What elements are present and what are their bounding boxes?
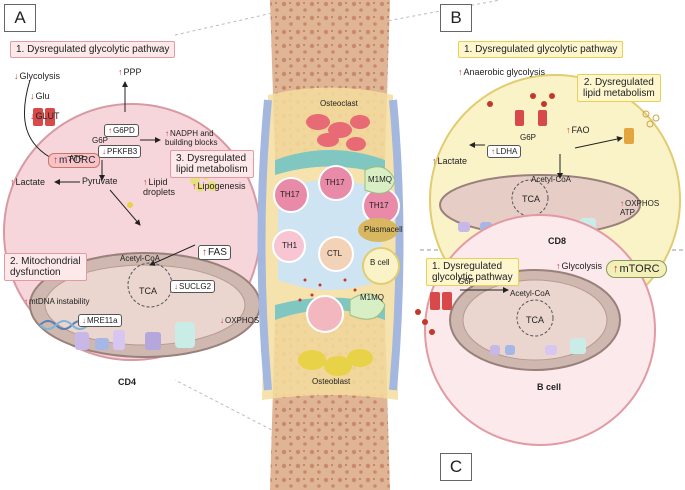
ctl-label: CTL <box>327 249 343 258</box>
cd4-nadph: NADPH and building blocks <box>165 129 217 148</box>
cd4-mre11a: MRE11a <box>78 314 122 327</box>
glut-transporter-icon <box>430 292 440 310</box>
plasmacell-label: Plasmacell <box>364 225 403 234</box>
bcell-g6p: G6P <box>458 277 475 286</box>
bcell-tca-cycle <box>516 299 554 337</box>
bcell-label: B cell <box>370 258 390 267</box>
callout-line <box>174 379 331 461</box>
cd4-mtdna: mtDNA instability <box>24 297 89 307</box>
glut-transporter-icon <box>515 110 524 126</box>
cd4-lactate: Lactate <box>10 177 46 188</box>
cd4-pfkfb3: PFKFB3 <box>98 145 142 158</box>
cd4-pyruvate: Pyruvate <box>82 176 118 186</box>
cd4-glycolytic-box: 1. Dysregulated glycolytic pathway <box>10 41 176 58</box>
complex-icon <box>75 332 89 350</box>
cd8-tca-cycle <box>511 179 549 217</box>
joint-illustration <box>257 0 404 490</box>
cd4-atp: ATP <box>64 154 84 164</box>
cd8-anaerobic: Anaerobic glycolysis <box>458 67 546 78</box>
cd4-glu: Glu <box>30 91 50 102</box>
cd8-glycolytic-box: 1. Dysregulated glycolytic pathway <box>458 41 624 58</box>
cd8-fao: FAO <box>566 125 590 136</box>
cd4-lipogenesis: Lipogenesis <box>192 181 246 192</box>
cd4-glut: GLUT <box>30 111 60 122</box>
cd8-oxphos-atp: OXPHOS ATP <box>620 199 659 218</box>
bcell-mtorc: mTORC <box>606 260 667 279</box>
cd8-lipid-box: 2. Dysregulated lipid metabolism <box>577 74 661 102</box>
cd4-ppp: PPP <box>118 67 142 78</box>
th1-label: TH1 <box>282 241 298 250</box>
bcell-complexes <box>490 338 586 355</box>
cd4-g6p: G6P <box>92 136 109 145</box>
panel-label-b: B <box>440 4 472 32</box>
cd4-glycolysis: Glycolysis <box>14 71 61 82</box>
osteoclast-label: Osteoclast <box>320 99 358 108</box>
callout-line <box>364 0 501 26</box>
cd4-tca: TCA <box>139 286 157 296</box>
panel-label-c: C <box>440 453 472 481</box>
cd4-g6pd: G6PD <box>104 124 139 137</box>
m1mq-label-1: M1MQ <box>368 175 392 184</box>
atp-synthase-icon <box>175 322 195 348</box>
cd4-fas: FAS <box>198 245 231 260</box>
bcell-tca: TCA <box>526 315 544 325</box>
cd4-oxphos: OXPHOS <box>220 316 259 326</box>
cd8-acetyl-coa: Acetyl-CoA <box>531 175 572 184</box>
th17-label-3: TH17 <box>369 201 389 210</box>
bcell-cell-label: B cell <box>537 382 562 392</box>
cd8-tca: TCA <box>522 194 540 204</box>
cd4-lipid-box: 3. Dysregulated lipid metabolism <box>170 150 254 178</box>
cd8-cell-label: CD8 <box>548 236 567 246</box>
cd4-lipid-droplets: Lipid droplets <box>143 177 175 198</box>
osteoblast-label: Osteoblast <box>312 377 351 386</box>
cd8-lactate: Lactate <box>432 156 468 167</box>
cd4-cell-label: CD4 <box>118 377 137 387</box>
panel-label-a: A <box>4 4 36 32</box>
m1mq-label-2: M1MQ <box>360 293 384 302</box>
bcell-glycolysis: Glycolysis <box>556 261 603 272</box>
bcell-acetyl-coa: Acetyl-CoA <box>510 289 551 298</box>
th17-label-1: TH17 <box>280 190 300 199</box>
cd4-mito-box: 2. Mitochondrial dysfunction <box>4 253 87 281</box>
cd8-ldha: LDHA <box>487 145 522 158</box>
cd4-suclg2: SUCLG2 <box>170 280 216 293</box>
fatty-acid-transporter-icon <box>624 128 634 144</box>
cd8-g6p: G6P <box>520 133 537 142</box>
th17-label-2: TH17 <box>325 178 345 187</box>
cd4-acetyl-coa: Acetyl-CoA <box>120 254 161 263</box>
bcell-glycolytic-box: 1. Dysregulated glycolytic pathway <box>426 258 519 286</box>
